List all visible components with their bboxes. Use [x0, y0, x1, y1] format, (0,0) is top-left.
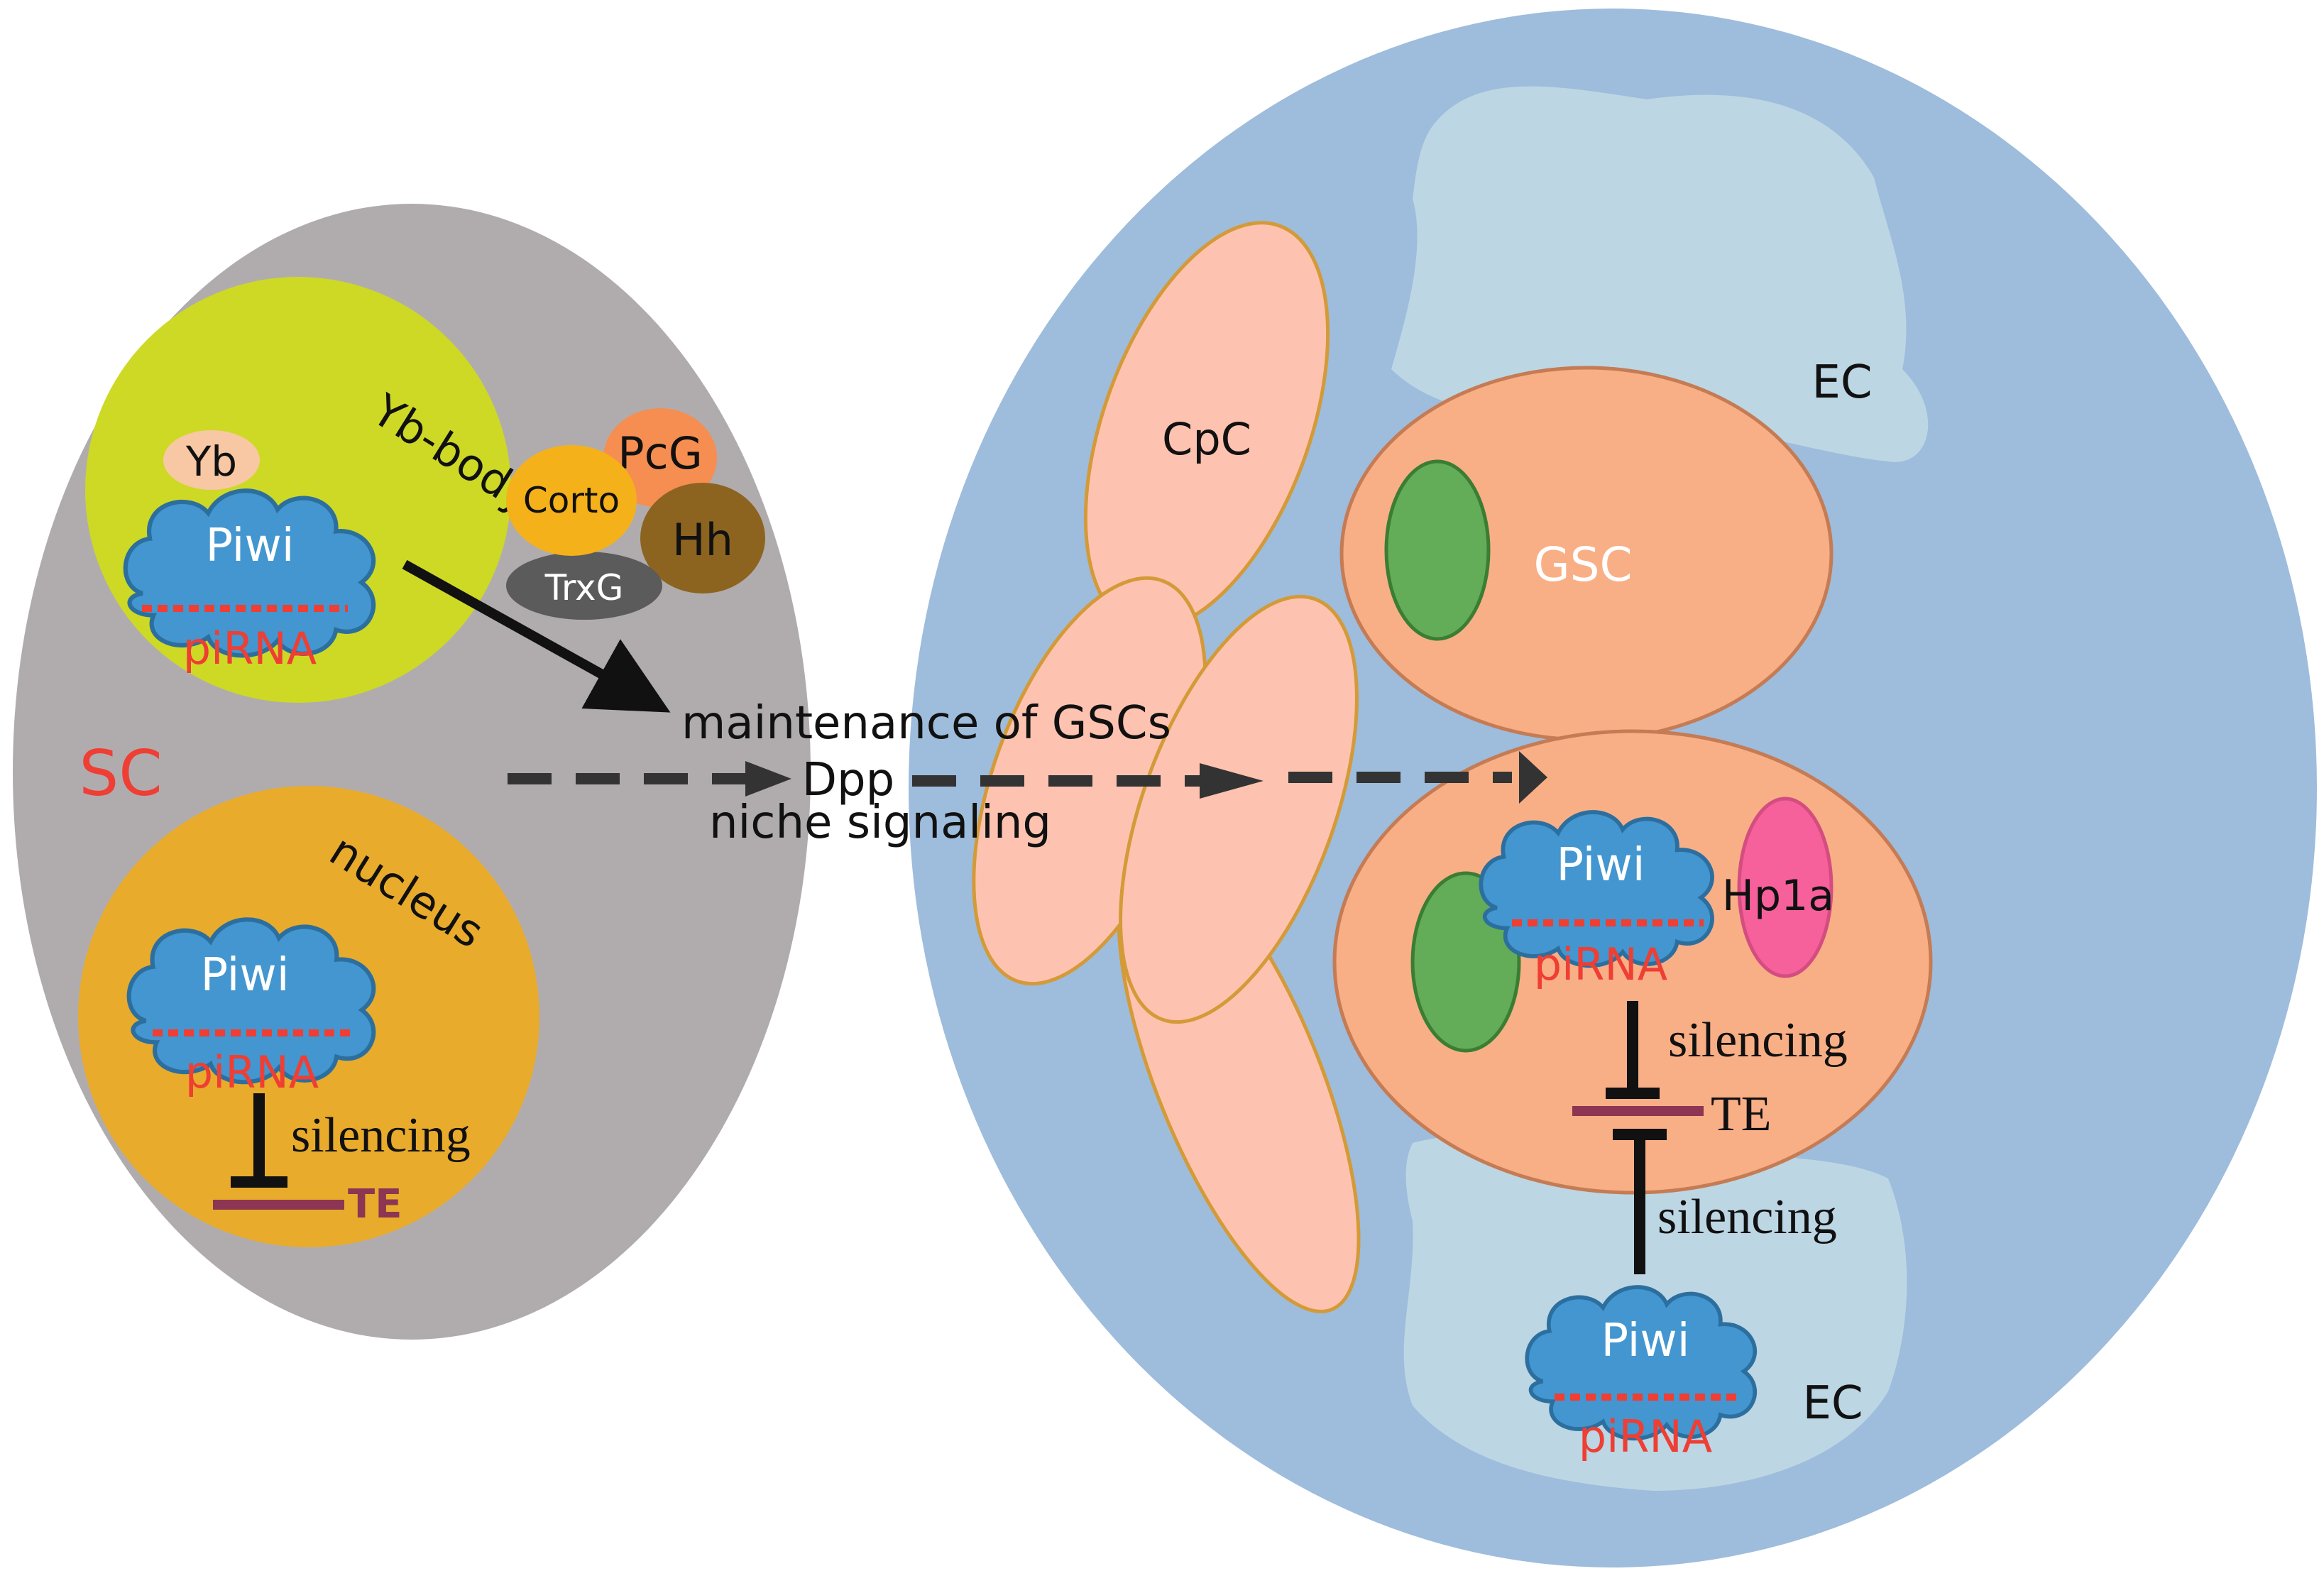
maintenance-arrow [402, 559, 671, 713]
sc-cell: SC Yb-body Yb Piwi piRNA PcG Hh TrxG Cor… [13, 204, 811, 1340]
hp1a-label: Hp1a [1722, 871, 1834, 921]
sc-label: SC [79, 737, 162, 810]
hp1a-protein [1737, 797, 1834, 978]
dpp-label: Dpp [802, 754, 895, 806]
piwi-label: Piwi [205, 520, 294, 572]
yb-protein [163, 430, 260, 490]
te-label: TE [1711, 1087, 1772, 1142]
pirna-label: piRNA [185, 1046, 319, 1098]
silencing-label: silencing [1657, 1190, 1837, 1244]
signaling: maintenance of GSCs Dpp niche signaling [402, 559, 1547, 849]
pirna-label: piRNA [1579, 1411, 1712, 1462]
ec-label-bottom: EC [1802, 1377, 1863, 1430]
silencing-label: silencing [1668, 1013, 1848, 1068]
trxg-protein [506, 552, 662, 620]
corto-protein [506, 445, 637, 556]
maintenance-label: maintenance of GSCs [681, 697, 1171, 750]
hh-protein [640, 483, 765, 593]
gsc-nucleus [1384, 459, 1491, 641]
gsc-top: GSC EC [1339, 356, 1873, 742]
escort-cell-bottom: silencing Piwi piRNA EC [1527, 1129, 1863, 1462]
escort-region-top [1391, 86, 1929, 462]
pirna-label: piRNA [1534, 939, 1667, 990]
cap-cells: CpC [972, 221, 1361, 1313]
hh-label: Hh [672, 514, 733, 566]
dpp-arrowhead [1519, 751, 1547, 804]
gsc-bottom: Hp1a Piwi piRNA silencing TE [1332, 729, 1933, 1195]
yb-label: Yb [185, 437, 237, 486]
pirna-label: piRNA [183, 623, 317, 674]
te-label: TE [348, 1181, 402, 1227]
ec-label-top: EC [1811, 356, 1872, 409]
piwi-label: Piwi [1556, 839, 1645, 892]
dpp-arrowhead [745, 761, 791, 797]
piwi-label: Piwi [200, 949, 289, 1002]
sc-nucleus: nucleus Piwi piRNA silencing TE [78, 786, 539, 1247]
silencing-label: silencing [291, 1108, 471, 1163]
dpp-arrowhead [1200, 763, 1264, 799]
protein-complex: PcG Hh TrxG Corto [506, 408, 765, 620]
corto-label: Corto [523, 480, 620, 521]
niche-signaling-label: niche signaling [709, 797, 1051, 849]
cpc-label: CpC [1162, 413, 1251, 465]
gsc-label: GSC [1533, 537, 1632, 592]
pcg-label: PcG [618, 427, 703, 479]
piwi-label: Piwi [1601, 1315, 1689, 1367]
trxg-label: TrxG [544, 567, 624, 608]
